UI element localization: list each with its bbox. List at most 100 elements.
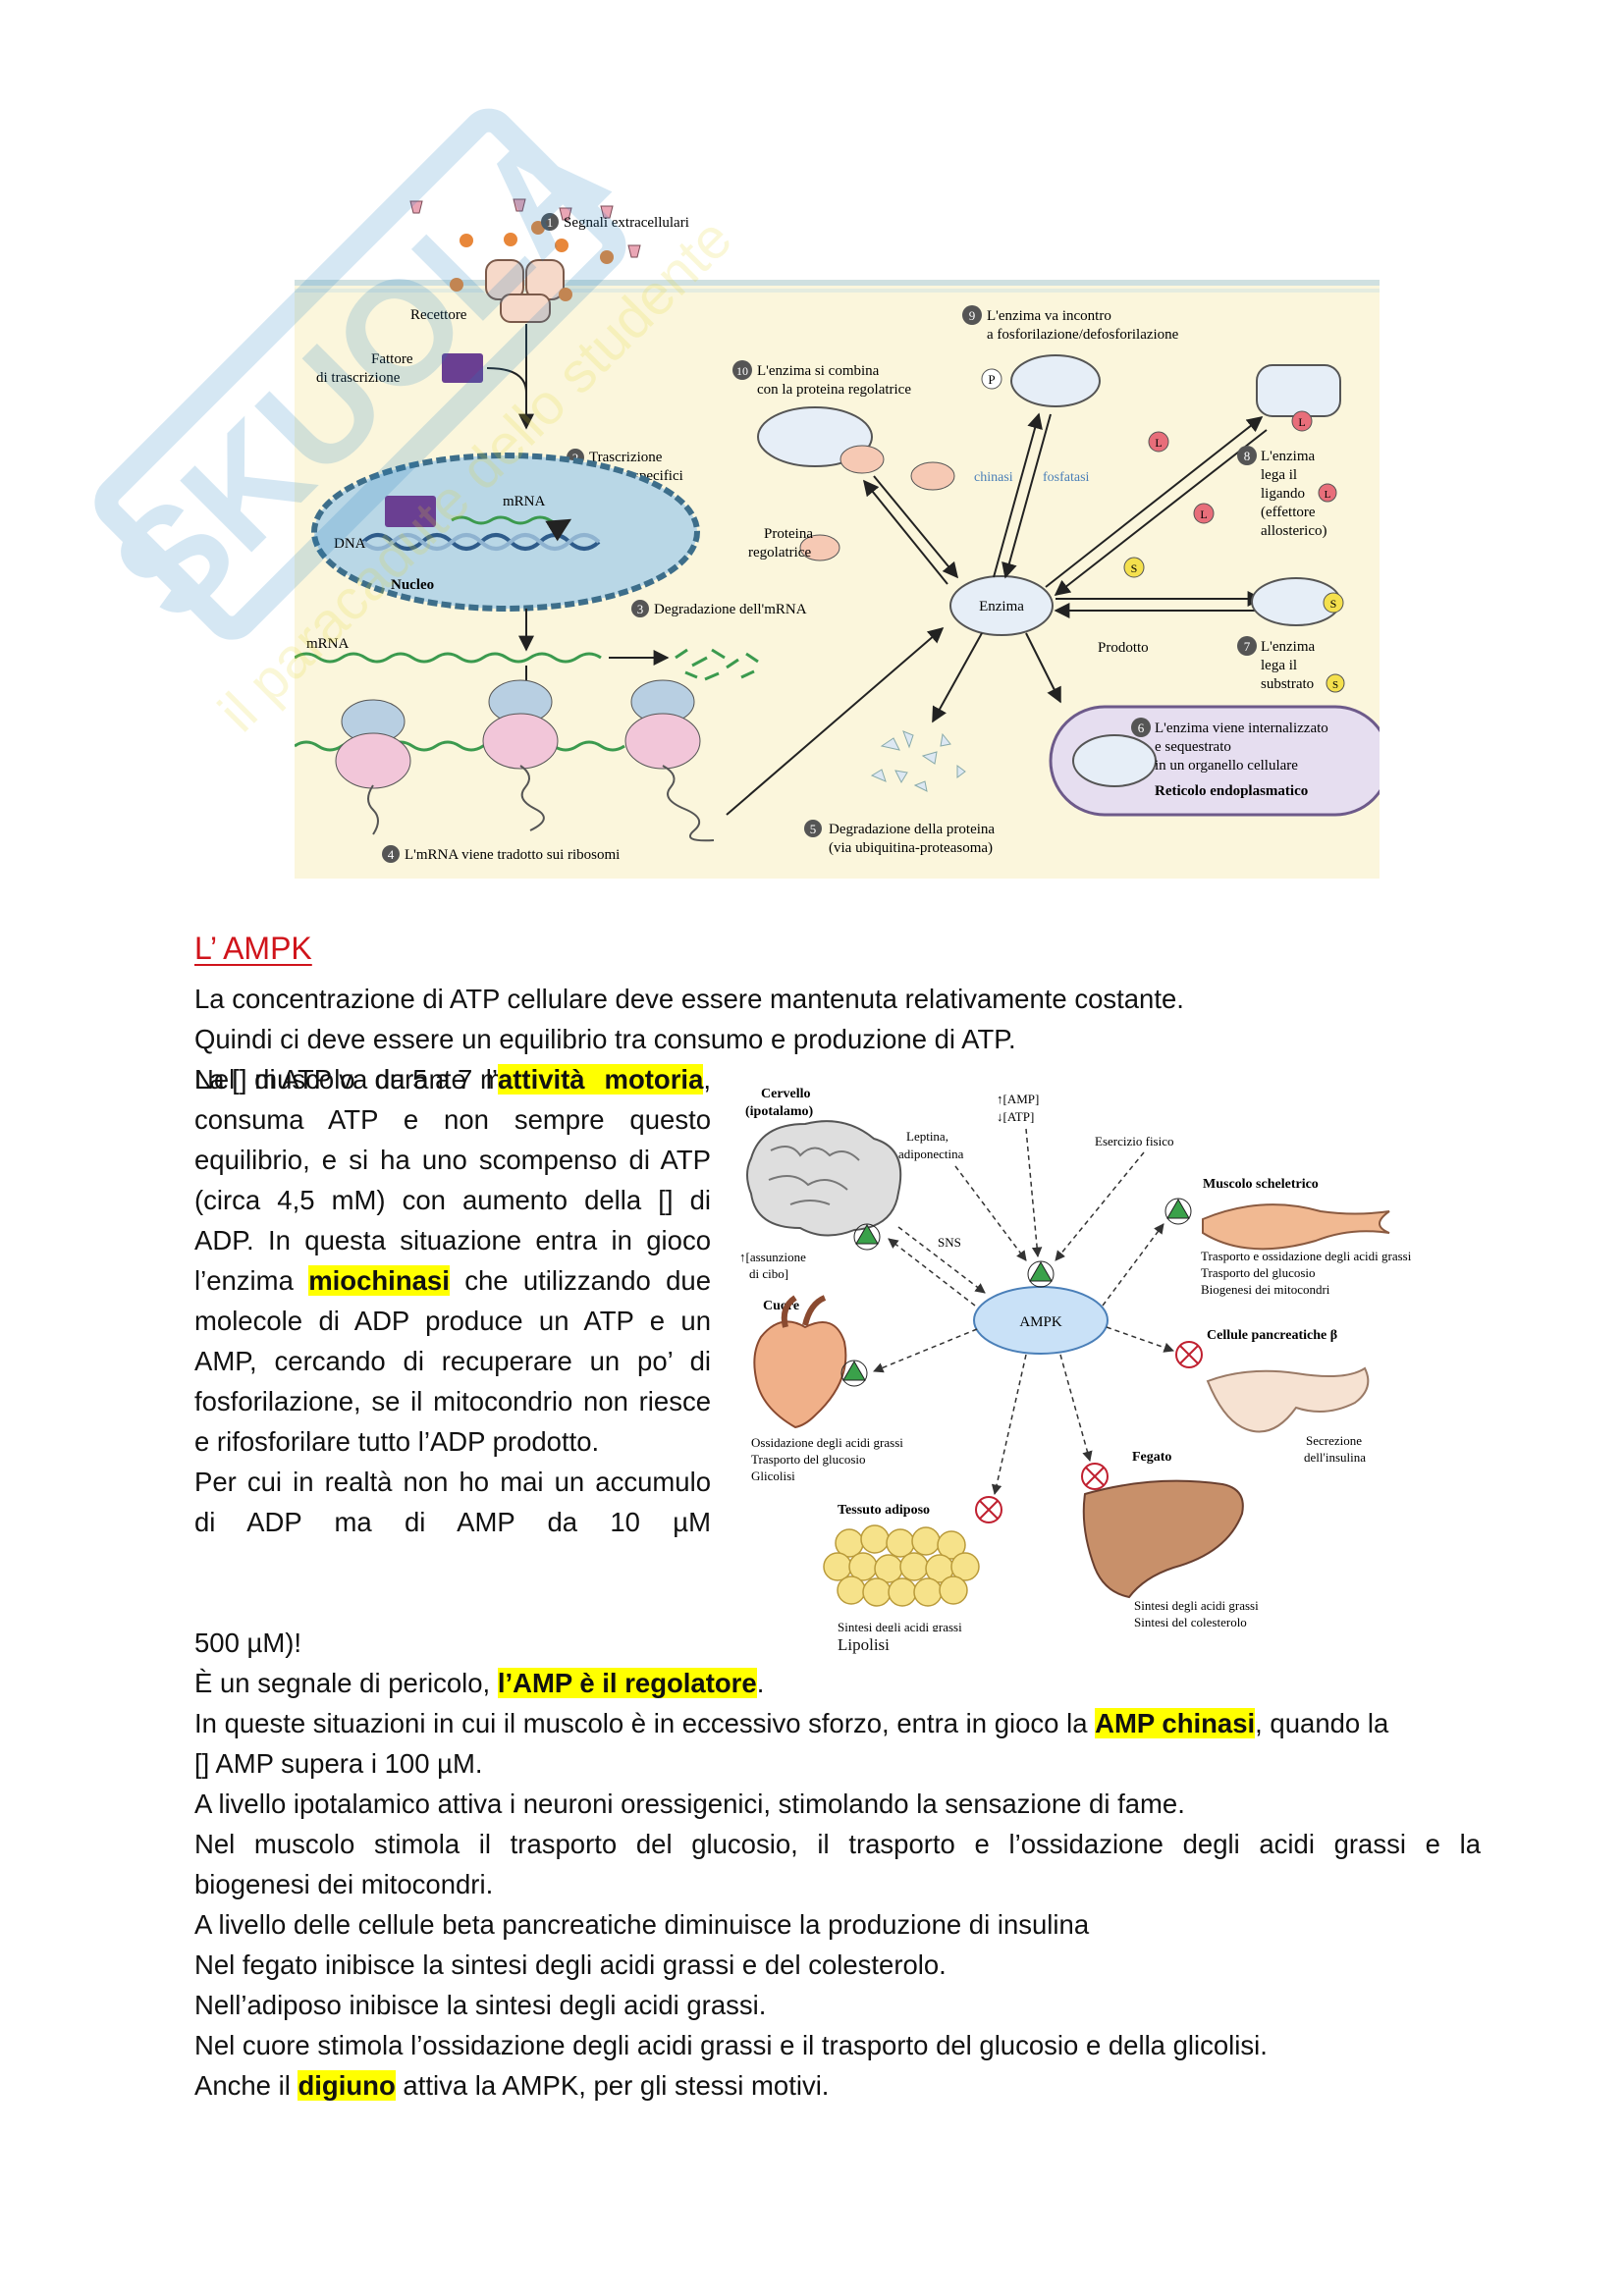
label-pancreas-effetto-2: dell'insulina [1304, 1450, 1366, 1465]
label-di-cibo: di cibo] [749, 1266, 788, 1281]
label-fosforilazione-b: a fosforilazione/defosforilazione [987, 327, 1179, 343]
line-amp-chinasi: In queste situazioni in cui il muscolo è… [194, 1708, 1389, 1738]
heart-icon [753, 1320, 847, 1429]
step-4-number: 4 [388, 847, 395, 862]
label-fegato: Fegato [1132, 1450, 1171, 1465]
label-fosfatasi: fosfatasi [1043, 470, 1090, 485]
highlight-digiuno: digiuno [298, 2070, 396, 2101]
label-leptina: Leptina, [906, 1129, 948, 1144]
label-8b: lega il [1261, 467, 1297, 483]
label-prodotto: Prodotto [1098, 640, 1149, 656]
substrate-inline: S [1332, 679, 1338, 691]
label-adiposo-effetto-1: Sintesi degli acidi grassi [838, 1620, 962, 1631]
label-mrna-tradotto: L'mRNA viene tradotto sui ribosomi [405, 847, 620, 863]
left-column-text: Nel muscolo durante l’attività motoria, … [194, 1059, 711, 1542]
line-fegato: Nel fegato inibisce la sintesi degli aci… [194, 1949, 947, 1980]
label-cuore-effetto-3: Glicolisi [751, 1468, 795, 1483]
label-recettore: Recettore [410, 307, 467, 323]
step-8-number: 8 [1244, 449, 1251, 463]
line-muscolo: Nel muscolo stimola il trasporto del glu… [194, 1829, 1481, 1859]
label-adiposo: Tessuto adiposo [838, 1503, 930, 1518]
label-chinasi: chinasi [974, 470, 1013, 485]
label-atp-down: ↓[ATP] [997, 1109, 1034, 1124]
label-adiponectina: adiponectina [898, 1147, 964, 1161]
body-text: 500 µM)! È un segnale di pericolo, l’AMP… [194, 1623, 1481, 2106]
label-mrna-top: mRNA [503, 494, 546, 509]
mrna-fragments [675, 648, 759, 681]
step-7-number: 7 [1244, 639, 1251, 654]
line-amp-100: [] AMP supera i 100 µM. [194, 1748, 483, 1779]
label-cuore-effetto-2: Trasporto del glucosio [751, 1452, 866, 1467]
line-biogenesi: biogenesi dei mitocondri. [194, 1869, 494, 1899]
regulatory-protein [910, 461, 955, 491]
label-fosforilazione-a: L'enzima va incontro [987, 308, 1111, 324]
label-cuore-effetto-1: Ossidazione degli acidi grassi [751, 1435, 903, 1450]
label-amp-up: ↑[AMP] [997, 1092, 1039, 1106]
label-enzima: Enzima [979, 599, 1024, 614]
label-8c: ligando [1261, 486, 1305, 502]
label-enzima-combina: L'enzima si combina [757, 363, 880, 379]
step-1-number: 1 [547, 215, 554, 230]
step-10-number: 10 [736, 364, 748, 378]
label-8a: L'enzima [1261, 449, 1316, 464]
ampk-diagram: AMPK Cervello (ipotalamo) ↑[assunzione d… [731, 1082, 1492, 1631]
ampk-svg: AMPK Cervello (ipotalamo) ↑[assunzione d… [739, 1087, 1412, 1631]
line-adiposo: Nell’adiposo inibisce la sintesi degli a… [194, 1990, 767, 2020]
label-6a: L'enzima viene internalizzato [1155, 721, 1328, 736]
label-mrna-left: mRNA [306, 636, 350, 652]
highlight-amp-regolatore: l’AMP è il regolatore [497, 1668, 757, 1698]
line-500: 500 µM)! [194, 1628, 302, 1658]
ligand-free: L [1155, 436, 1162, 450]
label-proteina: Proteina [764, 526, 813, 542]
label-fegato-effetto-2: Sintesi del colesterolo [1134, 1615, 1247, 1629]
phosphate-label: P [988, 372, 995, 387]
label-regolatrice: regolatrice [748, 545, 811, 561]
label-cervello: Cervello [761, 1087, 811, 1101]
label-8e: allosterico) [1261, 523, 1326, 539]
label-degradazione-mrna: Degradazione dell'mRNA [654, 602, 807, 617]
step-6-number: 6 [1138, 721, 1145, 735]
label-8d: (effettore [1261, 505, 1316, 520]
enzyme-center [949, 575, 1054, 636]
substrate-free: S [1131, 561, 1138, 575]
label-di-trascrizione: di trascrizione [316, 370, 401, 386]
substrate-bound: S [1330, 597, 1337, 611]
label-proteina-regolatrice-10: con la proteina regolatrice [757, 382, 911, 398]
step-9-number: 9 [969, 308, 976, 323]
mrna-strand [295, 652, 602, 664]
label-ampk: AMPK [1019, 1314, 1062, 1330]
label-5a: Degradazione della proteina [829, 822, 995, 837]
paragraph-muscolo: Nel muscolo durante l’attività motoria, … [194, 1064, 712, 1457]
step-1-badge [541, 213, 559, 231]
paragraph-2: Quindi ci deve essere un equilibrio tra … [194, 1024, 1016, 1054]
highlight-miochinasi: miochinasi [308, 1265, 450, 1296]
intro-text: La concentrazione di ATP cellulare deve … [194, 979, 1481, 1099]
line-pericolo: È un segnale di pericolo, l’AMP è il reg… [194, 1668, 765, 1698]
transcription-factor [442, 353, 483, 383]
section-heading: L’ AMPK [194, 931, 312, 966]
label-lipolisi: Lipolisi [838, 1635, 890, 1654]
reticolo-endoplasmatico [1049, 705, 1380, 817]
label-trascrizione: Trascrizione [589, 450, 663, 465]
label-7a: L'enzima [1261, 639, 1316, 655]
muscle-icon [1202, 1203, 1390, 1251]
label-sns: SNS [938, 1235, 961, 1250]
line-ipotalamo: A livello ipotalamico attiva i neuroni o… [194, 1789, 1185, 1819]
label-pancreas-effetto-1: Secrezione [1306, 1433, 1362, 1448]
label-6b: e sequestrato [1155, 739, 1231, 755]
pancreas-icon [1206, 1366, 1370, 1433]
receptor-shape [485, 259, 565, 323]
step-3-number: 3 [637, 602, 644, 616]
label-nucleo: Nucleo [391, 577, 434, 593]
label-7b: lega il [1261, 658, 1297, 673]
enzyme-regulation-svg: 1 Segnali extracellulari Recettore Fatto… [295, 198, 1380, 879]
brain-icon [746, 1120, 902, 1237]
line-cuore: Nel cuore stimola l’ossidazione degli ac… [194, 2030, 1268, 2060]
highlight-attivita-motoria: attività motoria [497, 1064, 704, 1095]
step-5-number: 5 [810, 822, 817, 836]
liver-icon [1082, 1479, 1244, 1599]
label-5b: (via ubiquitina-proteasoma) [829, 840, 993, 856]
highlight-amp-chinasi: AMP chinasi [1095, 1708, 1256, 1738]
label-dna: DNA [334, 536, 366, 552]
